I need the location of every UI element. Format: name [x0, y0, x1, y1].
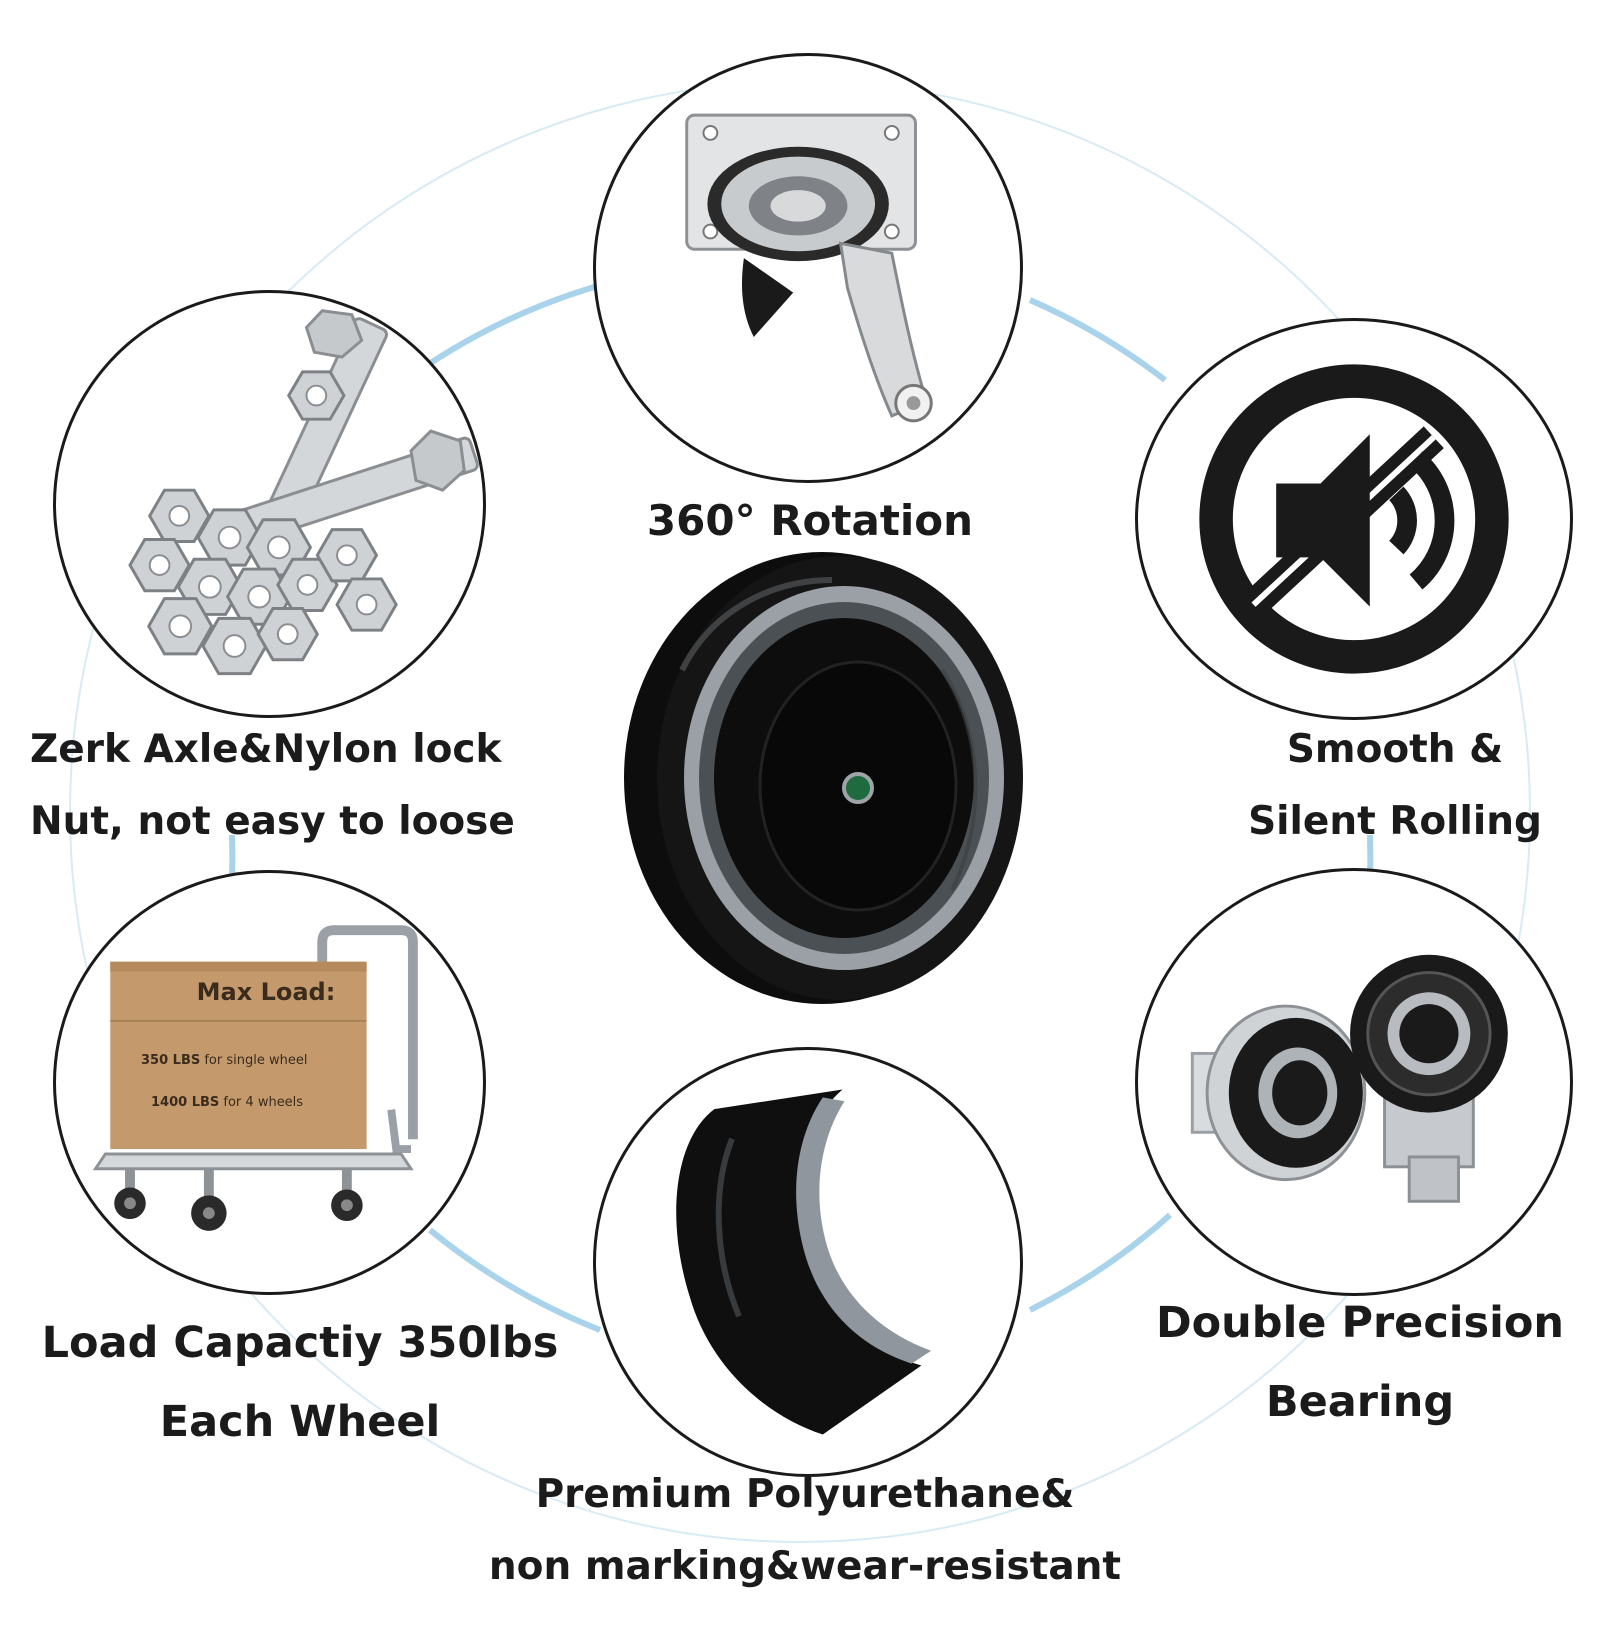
rotation-label: 360° Rotation: [646, 496, 974, 545]
load-circle: Max Load: 350 LBS for single wheel 1400 …: [53, 870, 486, 1295]
axle-label-line2: Nut, not easy to loose: [30, 799, 515, 844]
max-load-single-value: 350 LBS: [141, 1053, 201, 1068]
polyurethane-label-line1: Premium Polyurethane&: [535, 1472, 1075, 1517]
silent-label-line2: Silent Rolling: [1248, 799, 1542, 844]
axle-label-line1: Zerk Axle&Nylon lock: [30, 727, 502, 772]
max-load-single: 350 LBS for single wheel: [141, 1053, 391, 1068]
bolts-nuts-icon: [128, 309, 479, 676]
bearing-label-line2: Bearing: [1265, 1377, 1455, 1427]
axle-circle: [53, 290, 486, 718]
silent-label-line1: Smooth &: [1286, 727, 1504, 772]
axle-label: Zerk Axle&Nylon lock Nut, not easy to lo…: [30, 727, 515, 844]
platform-cart-icon: [92, 925, 418, 1231]
swivel-caster-icon: [685, 113, 933, 423]
polyurethane-label: Premium Polyurethane& non marking&wear-r…: [480, 1475, 1130, 1586]
load-label-line2: Each Wheel: [159, 1397, 441, 1447]
max-load-four: 1400 LBS for 4 wheels: [151, 1095, 401, 1110]
bearing-label: Double Precision Bearing: [1150, 1302, 1570, 1424]
bearing-icon: [1190, 954, 1508, 1203]
polyurethane-label-line2: non marking&wear-resistant: [488, 1544, 1122, 1589]
load-label-line1: Load Capactiy 350lbs: [41, 1318, 559, 1368]
mute-speaker-icon: [1199, 364, 1509, 674]
silent-label: Smooth & Silent Rolling: [1230, 730, 1560, 841]
max-load-four-value: 1400 LBS: [151, 1095, 220, 1110]
polyurethane-circle: [593, 1047, 1023, 1477]
caster-wheel-icon: [624, 552, 1023, 1004]
silent-circle: [1135, 318, 1573, 720]
bearing-label-line1: Double Precision: [1155, 1298, 1565, 1348]
max-load-four-text: for 4 wheels: [223, 1095, 304, 1110]
wheel-tread-icon: [676, 1089, 932, 1435]
max-load-box-title: Max Load:: [196, 978, 336, 1006]
bearing-circle: [1135, 868, 1573, 1296]
max-load-single-text: for single wheel: [204, 1053, 308, 1068]
load-label: Load Capactiy 350lbs Each Wheel: [40, 1322, 560, 1444]
rotation-circle: [593, 53, 1023, 483]
